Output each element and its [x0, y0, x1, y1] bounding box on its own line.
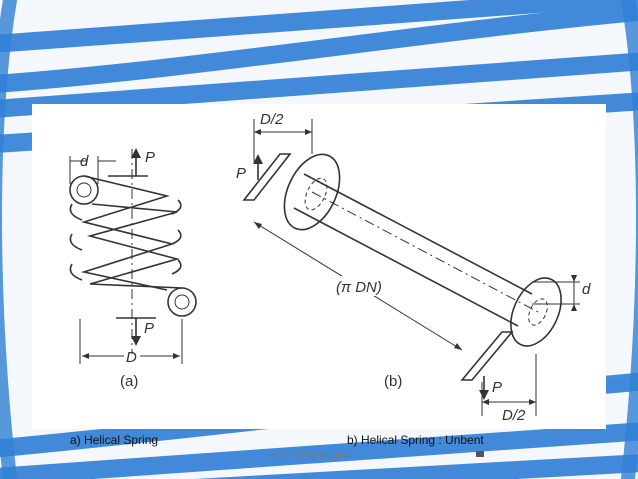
- author-credit: © Dr. V.R Deulgaonkar: [270, 451, 351, 460]
- fig-a-d-label: d: [80, 153, 89, 170]
- fig-b-tag: (b): [384, 373, 402, 390]
- spring-diagram: d P P D (a): [69, 111, 591, 424]
- fig-a-tag: (a): [120, 373, 138, 390]
- caption-helical-spring: a) Helical Spring: [70, 433, 159, 447]
- diagram-panel: [32, 104, 606, 429]
- fig-b-p-top-label: P: [236, 165, 246, 182]
- fig-b-d2-bottom-label: D/2: [502, 407, 526, 424]
- caption-helical-spring-unbent: b) Helical Spring : Unbent: [347, 433, 484, 447]
- fig-b-p-bottom-label: P: [492, 379, 502, 396]
- fig-a-helical-spring: d P P D (a): [69, 148, 197, 390]
- fig-a-p-top-label: P: [145, 149, 155, 166]
- fig-a-p-bottom-label: P: [144, 320, 154, 337]
- fig-b-unbent-spring: D/2 P (π DN) d P D/2 (b): [236, 111, 591, 424]
- fig-b-d-label: d: [582, 281, 591, 298]
- fig-b-length-label: (π DN): [336, 279, 382, 296]
- bullet-mark: [476, 451, 484, 457]
- fig-b-d2-top-label: D/2: [260, 111, 284, 128]
- fig-a-D-label: D: [126, 349, 137, 366]
